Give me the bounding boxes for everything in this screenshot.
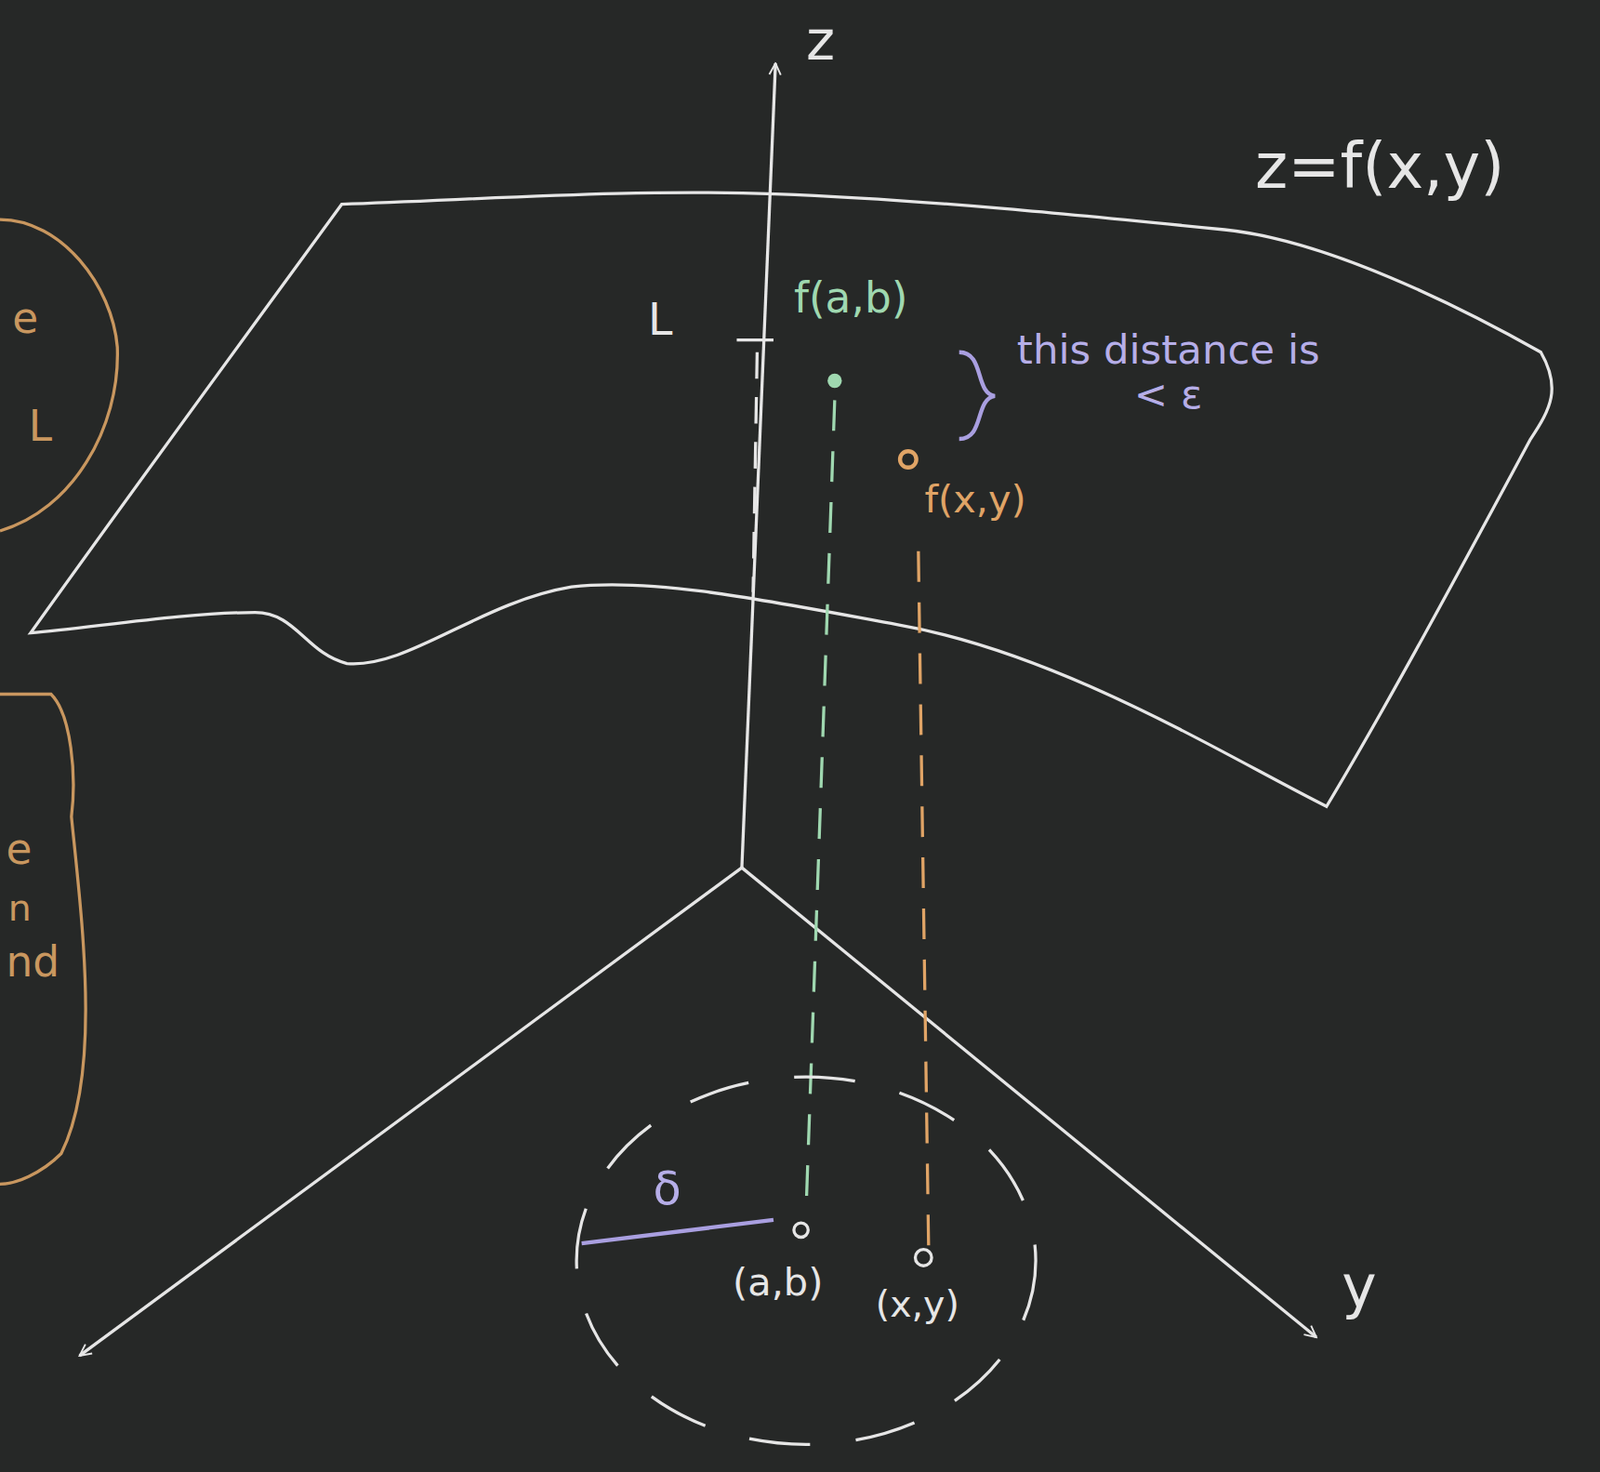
dashed-line: [918, 551, 929, 1245]
chalk-bubble: [0, 219, 118, 531]
tick-mark: [736, 338, 774, 342]
point-dot: [899, 450, 917, 468]
radius-line: [581, 1219, 774, 1243]
chalk-bubble: [0, 693, 86, 1184]
brace: [959, 352, 995, 439]
radius-label: δ: [652, 1163, 681, 1214]
dashed-line: [753, 352, 757, 593]
y-axis: [741, 867, 1317, 1337]
equation-label: z=f(x,y): [1255, 132, 1505, 202]
axis-label: z: [806, 10, 835, 71]
limit-label: L: [647, 295, 673, 344]
fragment-text: e: [6, 826, 33, 873]
value-label: f(x,y): [924, 477, 1026, 521]
surface-outline: [30, 192, 1552, 807]
axis-label: y: [1341, 1255, 1376, 1321]
note-label: this distance is < ε: [1000, 328, 1337, 418]
z-axis: [741, 63, 776, 868]
fragment-text: L: [28, 403, 53, 450]
fragment-text: e: [12, 295, 39, 343]
point-label: (a,b): [732, 1260, 823, 1304]
fragment-text: n: [8, 887, 32, 928]
point-dot: [915, 1249, 933, 1267]
value-label: f(a,b): [793, 275, 909, 322]
dashed-line: [806, 399, 835, 1210]
point-dot: [793, 1222, 808, 1237]
delta-disk: [576, 1076, 1036, 1444]
point-label: (x,y): [875, 1283, 960, 1324]
x-axis: [79, 867, 742, 1356]
point-dot: [827, 373, 842, 388]
fragment-text: nd: [6, 938, 61, 986]
